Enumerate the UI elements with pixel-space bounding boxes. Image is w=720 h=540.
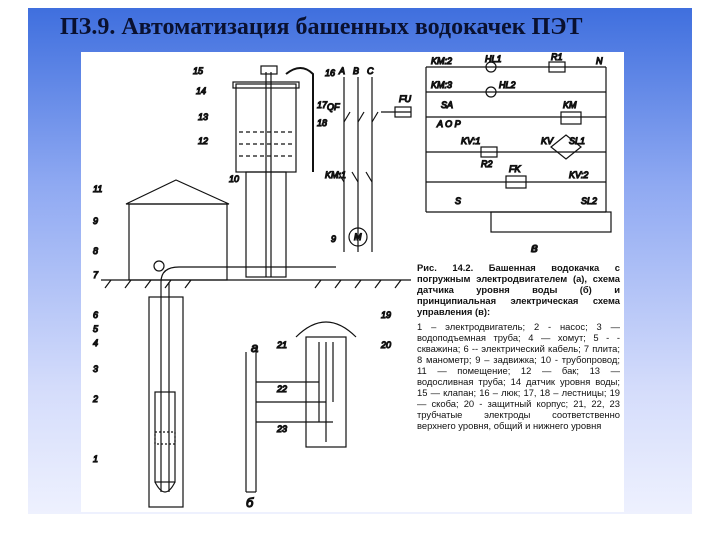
label-motor: M bbox=[354, 232, 362, 242]
control-circuit bbox=[337, 61, 612, 252]
label-r1: R1 bbox=[551, 52, 563, 62]
label-phase-b: B bbox=[353, 66, 359, 76]
label-11: 11 bbox=[93, 184, 102, 194]
panel-label-b: б bbox=[246, 495, 254, 510]
label-s: S bbox=[455, 196, 461, 206]
caption-body: 1 – электродвигатель; 2 - насос; 3 — вод… bbox=[417, 321, 620, 431]
label-8: 8 bbox=[93, 246, 98, 256]
label-18: 18 bbox=[317, 118, 327, 128]
label-km3: KM:3 bbox=[431, 80, 452, 90]
label-kv: KV bbox=[541, 136, 554, 146]
level-sensor bbox=[245, 321, 357, 493]
label-qf: QF bbox=[327, 102, 340, 112]
label-13: 13 bbox=[198, 112, 208, 122]
label-km2: KM:2 bbox=[431, 56, 452, 66]
label-phase-a: A bbox=[338, 66, 345, 76]
label-9-tank: 9 bbox=[331, 234, 336, 244]
slide-title: ПЗ.9. Автоматизация башенных водокачек П… bbox=[60, 14, 583, 40]
label-3: 3 bbox=[93, 364, 98, 374]
label-kv1: KV:1 bbox=[461, 136, 480, 146]
label-22: 22 bbox=[276, 384, 287, 394]
label-9: 9 bbox=[93, 216, 98, 226]
label-10: 10 bbox=[229, 174, 239, 184]
label-23: 23 bbox=[276, 424, 287, 434]
label-14: 14 bbox=[196, 86, 206, 96]
label-fu: FU bbox=[399, 94, 411, 104]
label-4: 4 bbox=[93, 338, 98, 348]
label-6: 6 bbox=[93, 310, 98, 320]
label-7: 7 bbox=[93, 270, 99, 280]
label-a0p: A O P bbox=[436, 119, 461, 129]
label-sl1: SL1 bbox=[569, 136, 585, 146]
ground-line bbox=[101, 279, 411, 289]
label-12: 12 bbox=[198, 136, 208, 146]
label-5: 5 bbox=[93, 324, 99, 334]
label-1: 1 bbox=[93, 454, 98, 464]
label-hl2: HL2 bbox=[499, 80, 516, 90]
label-phase-c: C bbox=[367, 66, 374, 76]
panel-label-v: в bbox=[531, 240, 538, 255]
label-km: KM bbox=[563, 100, 577, 110]
label-20: 20 bbox=[380, 340, 391, 350]
panel-label-a: а bbox=[251, 340, 258, 355]
well bbox=[148, 266, 231, 508]
label-r2: R2 bbox=[481, 159, 493, 169]
label-2: 2 bbox=[92, 394, 98, 404]
label-sl2: SL2 bbox=[581, 196, 597, 206]
label-19: 19 bbox=[381, 310, 391, 320]
label-17: 17 bbox=[317, 100, 328, 110]
label-n: N bbox=[596, 56, 603, 66]
technical-drawing: а б в 15 14 13 12 16 17 18 10 11 9 9 8 7… bbox=[91, 52, 612, 511]
label-21: 21 bbox=[276, 340, 287, 350]
figure-caption: Рис. 14.2. Башенная водокачка с погружны… bbox=[417, 262, 620, 431]
manometer bbox=[153, 260, 165, 272]
label-hl1: HL1 bbox=[485, 54, 502, 64]
caption-title: Рис. 14.2. Башенная водокачка с погружны… bbox=[417, 262, 620, 317]
pump-house bbox=[125, 179, 230, 281]
label-15: 15 bbox=[193, 66, 204, 76]
figure-panel: а б в 15 14 13 12 16 17 18 10 11 9 9 8 7… bbox=[81, 52, 624, 512]
label-km-contacts: KM:1 bbox=[325, 170, 346, 180]
label-sa: SA bbox=[441, 100, 453, 110]
label-16: 16 bbox=[325, 68, 335, 78]
label-fk: FK bbox=[509, 164, 521, 174]
water-tower bbox=[231, 65, 336, 278]
label-kv2: KV:2 bbox=[569, 170, 588, 180]
